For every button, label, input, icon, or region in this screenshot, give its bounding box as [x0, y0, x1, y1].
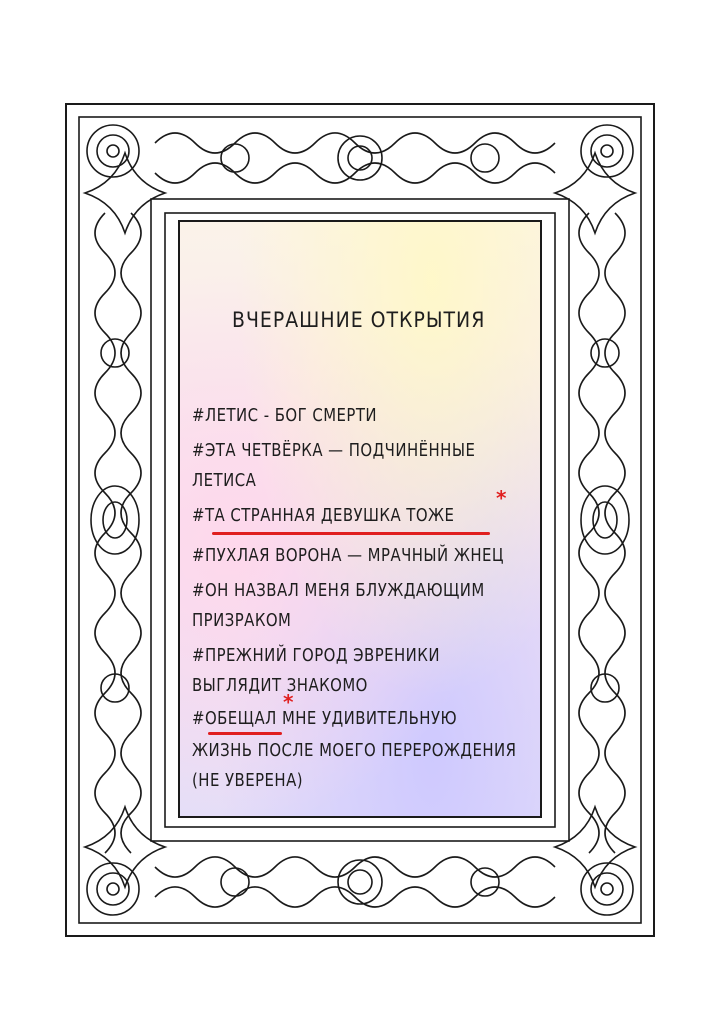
card-title: ВЧЕРАШНИЕ ОТКРЫТИЯ	[232, 308, 486, 332]
list-line-3: ЛЕТИСА	[192, 470, 257, 491]
list-line-2: #ЭТА ЧЕТВЁРКА — ПОДЧИНЁННЫЕ	[192, 440, 476, 461]
red-underline	[212, 532, 490, 535]
ornate-frame-decoration	[78, 116, 642, 924]
list-line-10: #ОБЕЩАЛ МНЕ УДИВИТЕЛЬНУЮ	[192, 708, 458, 729]
red-star-mark-2: *	[283, 690, 294, 714]
list-line-5: #ПУХЛАЯ ВОРОНА — МРАЧНЫЙ ЖНЕЦ	[192, 545, 504, 566]
list-line-1: #ЛЕТИС - БОГ СМЕРТИ	[192, 405, 377, 426]
list-line-4: #ТА СТРАННАЯ ДЕВУШКА ТОЖЕ	[192, 505, 455, 526]
list-line-11: ЖИЗНЬ ПОСЛЕ МОЕГО ПЕРЕРОЖДЕНИЯ	[192, 740, 517, 761]
inner-card-panel	[178, 220, 542, 818]
list-line-7: ПРИЗРАКОМ	[192, 610, 292, 631]
list-line-6: #ОН НАЗВАЛ МЕНЯ БЛУЖДАЮЩИМ	[192, 580, 485, 601]
red-star-mark: *	[496, 486, 507, 510]
list-line-8: #ПРЕЖНИЙ ГОРОД ЭВРЕНИКИ	[192, 645, 440, 666]
list-line-9: ВЫГЛЯДИТ ЗНАКОМО	[192, 675, 368, 696]
red-underline-short	[208, 732, 282, 735]
list-line-12: (НЕ УВЕРЕНА)	[192, 770, 304, 791]
